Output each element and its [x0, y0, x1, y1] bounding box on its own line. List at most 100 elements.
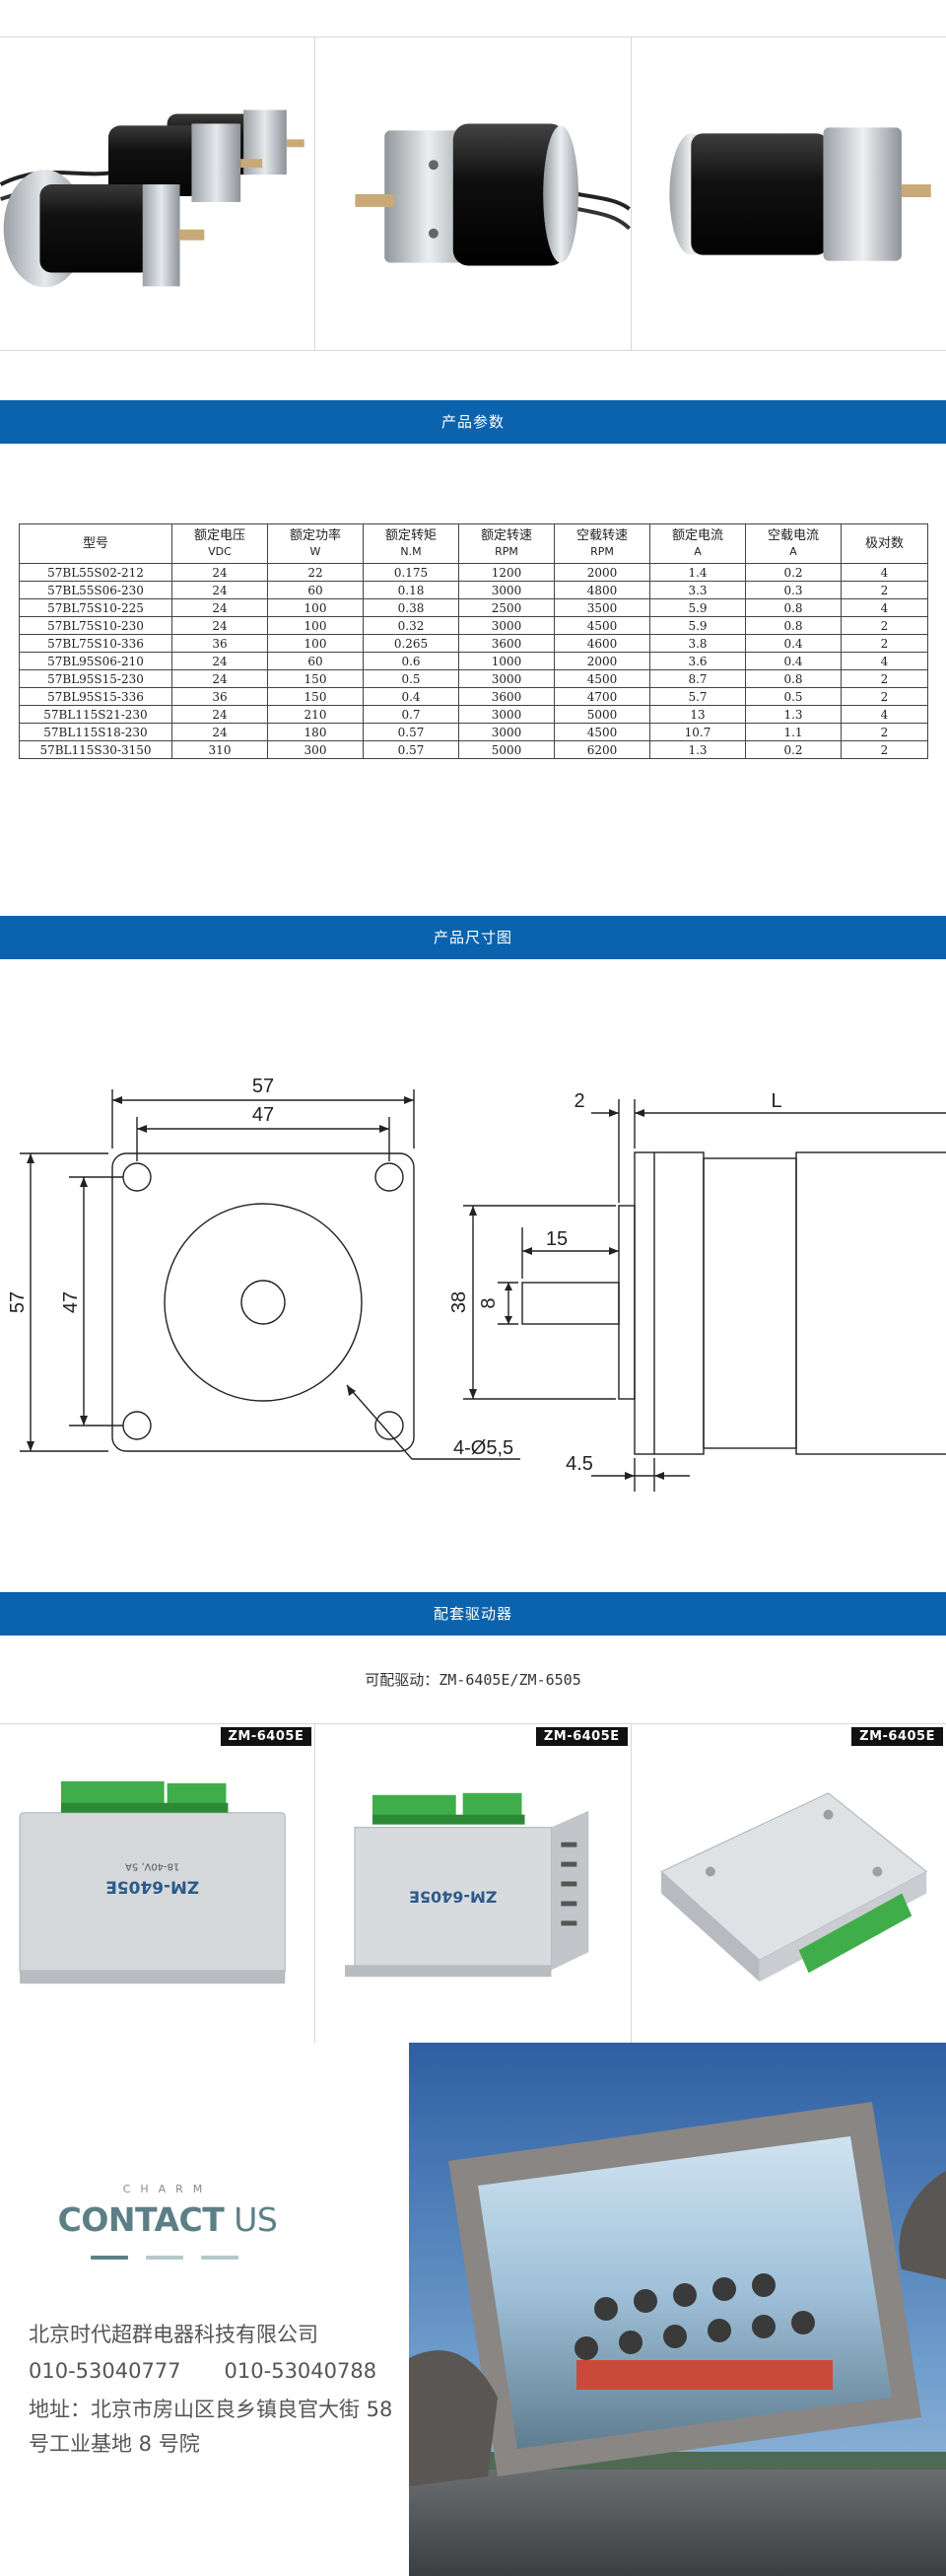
table-cell: 3600: [458, 634, 555, 653]
table-cell: 0.32: [363, 616, 459, 635]
dim-shaft-dia: 8: [478, 1297, 500, 1308]
table-cell: 210: [267, 705, 364, 724]
spec-header-unit: A: [694, 545, 702, 558]
driver-label-voltage: 18-40V, 5A: [125, 1861, 179, 1872]
table-cell: 2: [841, 723, 928, 741]
driver-label-model: ZM-6405E: [105, 1878, 199, 1898]
dim-boss-dia: 38: [448, 1291, 470, 1313]
table-cell: 57BL115S21-230: [19, 705, 172, 724]
table-cell: 4: [841, 563, 928, 582]
table-cell: 0.2: [745, 563, 842, 582]
contact-photo: [409, 2043, 946, 2576]
table-cell: 0.4: [745, 634, 842, 653]
driver-top-image: [659, 1792, 927, 1983]
table-cell: 3500: [554, 598, 650, 617]
spec-header-name: 额定电压: [193, 528, 245, 543]
table-cell: 57BL95S15-230: [19, 669, 172, 688]
table-cell: 57BL75S10-336: [19, 634, 172, 653]
spec-header-unit: W: [309, 545, 321, 558]
table-cell: 3000: [458, 581, 555, 599]
spec-header-name: 额定电流: [671, 528, 723, 543]
table-cell: 24: [171, 723, 268, 741]
driver-label-model: ZM-6405E: [409, 1887, 497, 1906]
table-cell: 2000: [554, 652, 650, 670]
contact-title-a: CONTACT: [57, 2200, 225, 2239]
table-cell: 22: [267, 563, 364, 582]
dimension-drawing-svg: 57 47 57 47 4-Ø5,5 2 L 15 8 38 4.5: [7, 1076, 946, 1492]
table-cell: 100: [267, 616, 364, 635]
table-cell: 300: [267, 740, 364, 759]
table-cell: 2: [841, 616, 928, 635]
table-cell: 0.8: [745, 669, 842, 688]
spec-header-cell: 极对数: [841, 523, 928, 564]
contact-section: CHARM CONTACT US 北京时代超群电器科技有限公司 010-5304…: [0, 2043, 946, 2576]
spec-header-name: 型号: [82, 536, 108, 551]
table-cell: 24: [171, 669, 268, 688]
spec-header-unit: RPM: [590, 545, 614, 558]
table-cell: 57BL115S18-230: [19, 723, 172, 741]
table-cell: 310: [171, 740, 268, 759]
table-cell: 24: [171, 581, 268, 599]
table-cell: 4500: [554, 669, 650, 688]
table-cell: 24: [171, 616, 268, 635]
spec-header-unit: N.M: [400, 545, 422, 558]
table-cell: 5000: [458, 740, 555, 759]
table-cell: 1.3: [649, 740, 746, 759]
table-cell: 2: [841, 634, 928, 653]
table-cell: 0.2: [745, 740, 842, 759]
dim-flange-gap: 2: [574, 1090, 584, 1112]
driver-front-image: ZM-6405E 18-40V, 5A: [19, 1780, 286, 1984]
table-cell: 6200: [554, 740, 650, 759]
table-cell: 24: [171, 652, 268, 670]
driver-photo-3: ZM-6405E: [631, 1724, 946, 2043]
table-cell: 5.9: [649, 598, 746, 617]
table-cell: 3000: [458, 723, 555, 741]
table-cell: 2000: [554, 563, 650, 582]
driver-compat-note: 可配驱动：ZM-6405E/ZM-6505: [365, 1671, 581, 1689]
section-header-driver: 配套驱动器: [0, 1592, 946, 1636]
table-cell: 57BL55S02-212: [19, 563, 172, 582]
table-cell: 0.38: [363, 598, 459, 617]
dim-outer-height: 57: [7, 1291, 29, 1313]
table-cell: 24: [171, 705, 268, 724]
table-cell: 0.8: [745, 598, 842, 617]
table-cell: 10.7: [649, 723, 746, 741]
table-cell: 3.3: [649, 581, 746, 599]
table-cell: 0.3: [745, 581, 842, 599]
company-name: 北京时代超群电器科技有限公司: [29, 2323, 318, 2346]
spec-header-name: 极对数: [864, 536, 904, 551]
table-cell: 1.1: [745, 723, 842, 741]
spec-header-cell: 型号: [19, 523, 172, 564]
table-cell: 100: [267, 634, 364, 653]
table-cell: 0.6: [363, 652, 459, 670]
driver-photo-2: ZM-6405E ZM-6405E: [315, 1724, 632, 2043]
dim-hole-spacing-v: 47: [60, 1291, 82, 1313]
table-cell: 2: [841, 669, 928, 688]
table-cell: 3000: [458, 669, 555, 688]
product-photo-1: [0, 37, 316, 350]
table-cell: 0.5: [363, 669, 459, 688]
table-cell: 0.7: [363, 705, 459, 724]
driver-model-tag: ZM-6405E: [851, 1727, 943, 1746]
table-cell: 0.4: [363, 687, 459, 706]
table-cell: 0.57: [363, 740, 459, 759]
table-cell: 1000: [458, 652, 555, 670]
table-cell: 36: [171, 634, 268, 653]
dimension-drawing: 57 47 57 47 4-Ø5,5 2 L 15 8 38 4.5: [0, 1030, 946, 1494]
contact-title-b: US: [234, 2200, 278, 2239]
contact-charm-label: CHARM: [122, 2183, 213, 2195]
dim-length: L: [771, 1090, 781, 1112]
table-cell: 1.3: [745, 705, 842, 724]
